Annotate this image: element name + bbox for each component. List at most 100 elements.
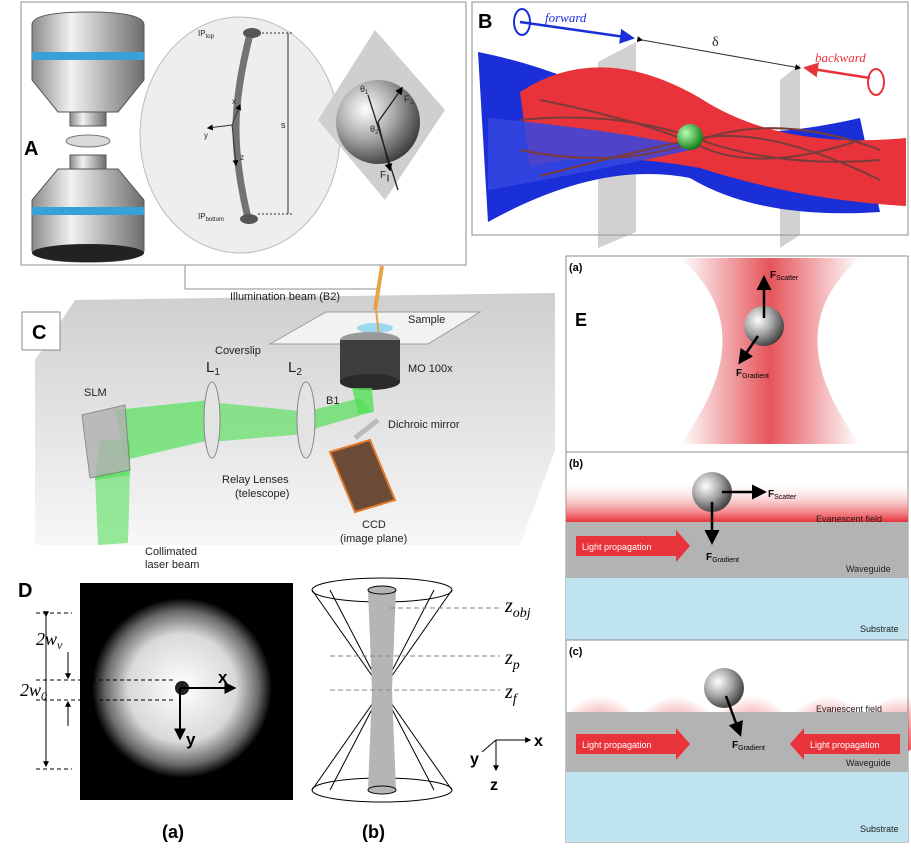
w0-label: 2w xyxy=(20,680,41,700)
svg-text:zp: zp xyxy=(504,647,520,673)
f-gradient-a: F xyxy=(736,368,742,379)
slm-plate xyxy=(81,404,131,479)
relay-label-1: Relay Lenses xyxy=(222,474,289,486)
gradient-sub-a: Gradient xyxy=(742,373,769,380)
svg-text:F⊥: F⊥ xyxy=(404,94,415,106)
upper-objective xyxy=(31,11,145,127)
zp-label: z xyxy=(504,647,513,669)
l1-sub: 1 xyxy=(214,367,220,378)
svg-text:L1: L1 xyxy=(206,359,220,378)
light-prop-arrow-c-right xyxy=(790,728,900,760)
wv-label: 2w xyxy=(36,629,57,649)
panel-e: E (a) FScatter FGradient (b) FScatter FG… xyxy=(565,255,911,843)
substrate-label-c: Substrate xyxy=(860,824,899,834)
panel-a: IPtop IPbottom s y x z θ1 θ2 F⊥ F∥ A xyxy=(20,1,467,266)
l2-label: L xyxy=(288,359,296,376)
dim-s-label: s xyxy=(281,120,286,130)
evanescent-band-b xyxy=(566,480,908,522)
svg-text:2wv: 2wv xyxy=(36,629,63,652)
ax-y-label: y xyxy=(470,751,479,768)
axis-x-label: x xyxy=(232,97,236,106)
f-par-label: F xyxy=(380,170,386,181)
green-particle xyxy=(677,124,703,150)
substrate-c xyxy=(566,772,908,842)
light-prop-label-c-left: Light propagation xyxy=(582,740,652,750)
illumination-label: Illumination beam (B2) xyxy=(230,291,340,303)
theta1-sub: 1 xyxy=(365,90,369,96)
gradient-sub-c: Gradient xyxy=(738,745,765,752)
theta2-label: θ xyxy=(370,124,375,134)
sub-a-label-e: (a) xyxy=(569,262,583,274)
backward-label: backward xyxy=(815,50,866,65)
svg-text:L2: L2 xyxy=(288,359,302,378)
panel-c-letter-box xyxy=(21,311,61,351)
gradient-sub-b: Gradient xyxy=(712,557,739,564)
evanescent-label-c: Evanescent field xyxy=(816,704,882,714)
lens-l1 xyxy=(203,381,221,459)
gradient-arrow-a xyxy=(738,335,760,365)
laser-beam-up xyxy=(352,388,374,414)
coverslip-label: Coverslip xyxy=(215,345,261,357)
y-label: y xyxy=(186,730,196,749)
laser-label-2: laser beam xyxy=(145,559,199,571)
sample-label: Sample xyxy=(408,314,445,326)
beam-axis xyxy=(232,30,254,222)
tweezer-beam xyxy=(680,258,860,444)
backward-rotation-icon xyxy=(867,68,885,96)
sub-c-label-e: (c) xyxy=(569,646,583,658)
forward-label: forward xyxy=(545,10,587,25)
scatter-sub-b: Scatter xyxy=(774,494,797,501)
f-par-sub: ∥ xyxy=(386,174,390,182)
panel-b-letter: B xyxy=(478,11,492,33)
slm-label: SLM xyxy=(84,387,107,399)
scatter-sub-a: Scatter xyxy=(776,275,799,282)
inner-blue-band xyxy=(488,118,700,190)
forward-rotation-icon xyxy=(513,8,531,36)
evanescent-bead-c xyxy=(704,668,744,708)
laser-label-1: Collimated xyxy=(145,546,197,558)
l2-sub: 2 xyxy=(296,367,302,378)
svg-text:IPtop: IPtop xyxy=(198,29,215,40)
theta1-label: θ xyxy=(360,84,365,94)
ax-z-label: z xyxy=(490,777,498,794)
panel-a-letter: A xyxy=(24,138,38,160)
panel-e-letter: E xyxy=(575,310,587,330)
svg-text:FGradient: FGradient xyxy=(736,368,769,380)
laser-beam-relay xyxy=(210,402,310,442)
svg-text:2w0: 2w0 xyxy=(20,680,47,703)
theta2-sub: 2 xyxy=(375,130,379,136)
svg-text:FScatter: FScatter xyxy=(770,270,799,282)
laser-beam-vertical xyxy=(95,470,130,545)
svg-text:FScatter: FScatter xyxy=(768,489,797,501)
forward-arrow xyxy=(519,20,635,44)
panel-c-letter: C xyxy=(32,322,46,344)
ip-top-label: IP xyxy=(198,29,206,38)
svg-text:F∥: F∥ xyxy=(380,170,390,182)
delta-arrow xyxy=(636,36,802,71)
f-gradient-b: F xyxy=(706,552,712,563)
relay-label-2: (telescope) xyxy=(235,488,289,500)
waveguide-label-c: Waveguide xyxy=(846,758,891,768)
microscope-objective xyxy=(340,332,400,390)
sample-slide xyxy=(65,134,111,148)
w0-sub: 0 xyxy=(41,689,47,703)
f-perp-label: F xyxy=(404,94,410,104)
svg-text:zobj: zobj xyxy=(504,595,531,621)
ccd-image xyxy=(328,438,397,514)
laser-beam-to-l1 xyxy=(115,400,210,460)
ip-bottom-sub: bottom xyxy=(206,217,224,223)
sample-spot xyxy=(357,323,393,333)
ccd-label-1: CCD xyxy=(362,519,386,531)
laser-beam-to-b1 xyxy=(305,398,372,430)
ax-x-label: x xyxy=(534,733,543,750)
svg-text:θ2: θ2 xyxy=(370,124,379,136)
tweezer-bead xyxy=(744,306,784,346)
panel-c: Illumination beam (B2) Coverslip Sample … xyxy=(21,265,555,571)
dichroic-label: Dichroic mirror xyxy=(388,419,460,431)
trap-region xyxy=(139,16,341,254)
substrate-label-b: Substrate xyxy=(860,624,899,634)
f-perp-sub: ⊥ xyxy=(410,99,415,106)
f-scatter-a: F xyxy=(770,270,776,281)
gradient-arrow-c xyxy=(724,695,743,737)
waveguide-label-b: Waveguide xyxy=(846,564,891,574)
